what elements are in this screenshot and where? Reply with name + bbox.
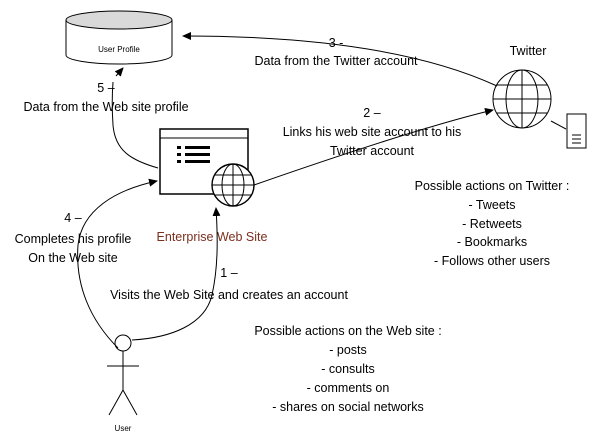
twitter-globe-icon <box>492 69 552 129</box>
step-2-text-line-2: Twitter account <box>330 144 415 158</box>
twitter-server-icon <box>566 113 587 149</box>
twitter-action-item: - Follows other users <box>434 254 550 268</box>
twitter-action-item: - Tweets <box>468 198 515 212</box>
step-3-text: Data from the Twitter account <box>254 54 418 68</box>
twitter-action-item: - Bookmarks <box>457 235 527 249</box>
arrow-step-1 <box>131 207 221 341</box>
step-3-number: 3 - <box>329 36 344 50</box>
step-4-text-line-2: On the Web site <box>28 251 117 265</box>
user-stick-figure-icon: User <box>107 334 139 433</box>
step-1-label: 1 – Visits the Web Site and creates an a… <box>110 266 348 302</box>
website-actions-list: Possible actions on the Web site : - pos… <box>254 324 441 414</box>
user-profile-label: User Profile <box>98 45 140 54</box>
website-action-item: - posts <box>329 343 367 357</box>
twitter-node: Twitter <box>492 44 587 149</box>
twitter-actions-list: Possible actions on Twitter : - Tweets -… <box>415 179 570 268</box>
arrow-step-4 <box>77 178 158 349</box>
user-label: User <box>115 424 132 433</box>
step-5-text: Data from the Web site profile <box>23 100 188 114</box>
twitter-action-item: - Retweets <box>462 217 522 231</box>
step-3-label: 3 - Data from the Twitter account <box>254 36 418 68</box>
step-4-number: 4 – <box>64 211 81 225</box>
step-4-text-line-1: Completes his profile <box>15 232 132 246</box>
line-step-5 <box>111 81 159 169</box>
arrow-step-5 <box>114 67 124 77</box>
step-2-text-line-1: Links his web site account to his <box>283 125 462 139</box>
step-5-number: 5 – <box>97 81 114 95</box>
website-action-item: - shares on social networks <box>272 400 423 414</box>
step-1-number: 1 – <box>220 266 237 280</box>
enterprise-website-node: Enterprise Web Site <box>157 128 268 244</box>
website-actions-title: Possible actions on the Web site : <box>254 324 441 338</box>
step-2-number: 2 – <box>363 106 380 120</box>
enterprise-website-label: Enterprise Web Site <box>157 230 268 244</box>
twitter-label: Twitter <box>510 44 547 58</box>
twitter-actions-title: Possible actions on Twitter : <box>415 179 570 193</box>
website-action-item: - comments on <box>307 381 390 395</box>
step-4-label: 4 – Completes his profile On the Web sit… <box>15 211 132 265</box>
website-action-item: - consults <box>321 362 375 376</box>
arrow-step-2 <box>253 107 494 186</box>
step-1-text: Visits the Web Site and creates an accou… <box>110 288 348 302</box>
website-globe-icon <box>211 163 255 207</box>
user-profile-database: User Profile <box>65 10 173 65</box>
step-2-label: 2 – Links his web site account to his Tw… <box>283 106 462 158</box>
arrow-step-3 <box>182 32 498 87</box>
step-5-label: 5 – Data from the Web site profile <box>23 81 188 114</box>
